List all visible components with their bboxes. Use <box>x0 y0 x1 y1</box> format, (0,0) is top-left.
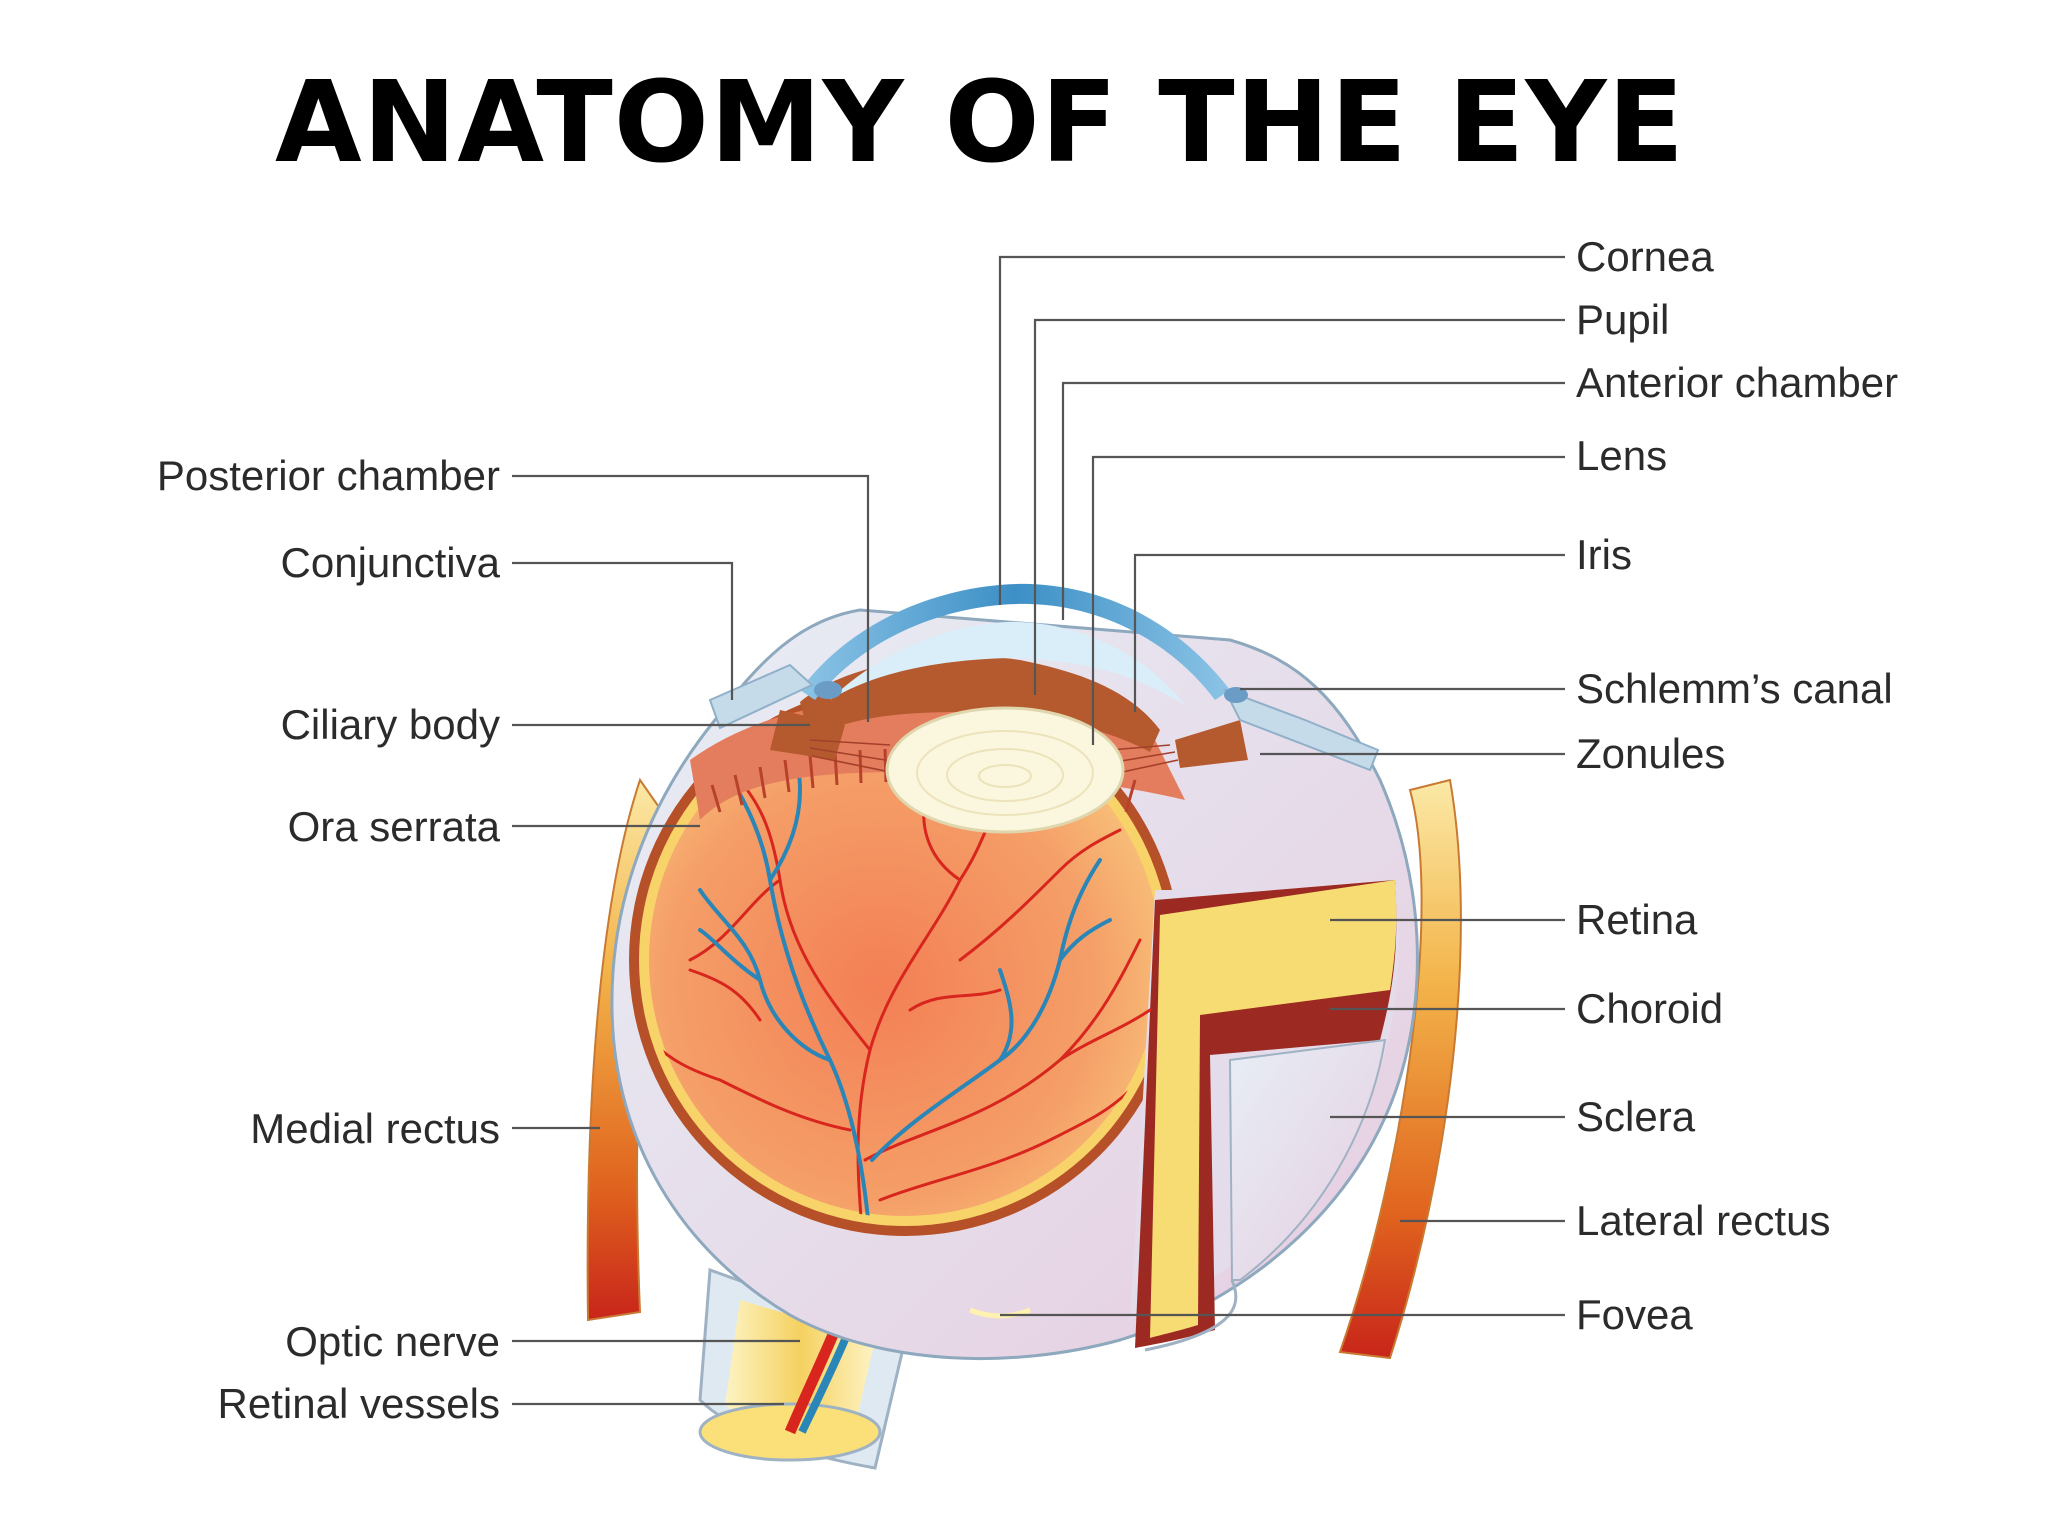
iris-shape <box>800 656 1160 752</box>
label-posterior-chamber: Posterior chamber <box>157 452 500 499</box>
schlemms-canal-left <box>814 681 842 699</box>
label-conjunctiva: Conjunctiva <box>281 539 501 586</box>
ciliary-process-left <box>770 710 845 760</box>
layer-cutaway <box>1130 880 1399 1352</box>
label-optic-nerve: Optic nerve <box>285 1318 500 1365</box>
label-fovea: Fovea <box>1576 1291 1693 1338</box>
label-pupil: Pupil <box>1576 296 1669 343</box>
page-title: ANATOMY OF THE EYE <box>274 58 1685 188</box>
label-medial-rectus: Medial rectus <box>250 1105 500 1152</box>
conjunctiva-left <box>708 663 814 730</box>
lateral-rectus-muscle <box>1338 778 1462 1360</box>
retinal-vessel-tree <box>648 702 1152 1218</box>
label-ora-serrata: Ora serrata <box>288 803 501 850</box>
label-retina: Retina <box>1576 896 1698 943</box>
label-sclera: Sclera <box>1576 1093 1696 1140</box>
cornea-shape <box>800 583 1230 700</box>
leader-lines-right <box>998 255 1565 1317</box>
label-cornea: Cornea <box>1576 233 1714 280</box>
label-anterior-chamber: Anterior chamber <box>1576 359 1898 406</box>
label-schlemms-canal: Schlemm’s canal <box>1576 665 1893 712</box>
anterior-chamber <box>830 621 1185 705</box>
lens-shape <box>885 706 1125 834</box>
label-choroid: Choroid <box>1576 985 1723 1032</box>
ciliary-process-right <box>1175 720 1248 768</box>
label-ciliary-body: Ciliary body <box>281 701 500 748</box>
label-zonules: Zonules <box>1576 730 1725 777</box>
label-lateral-rectus: Lateral rectus <box>1576 1197 1830 1244</box>
zonule-fibers <box>809 739 1179 774</box>
leader-lines-left <box>512 474 870 1406</box>
fundus <box>649 704 1161 1216</box>
label-retinal-vessels: Retinal vessels <box>218 1380 500 1427</box>
schlemms-canal-right <box>1224 687 1248 703</box>
label-iris: Iris <box>1576 531 1632 578</box>
label-lens: Lens <box>1576 432 1667 479</box>
conjunctiva-right <box>1222 688 1380 772</box>
